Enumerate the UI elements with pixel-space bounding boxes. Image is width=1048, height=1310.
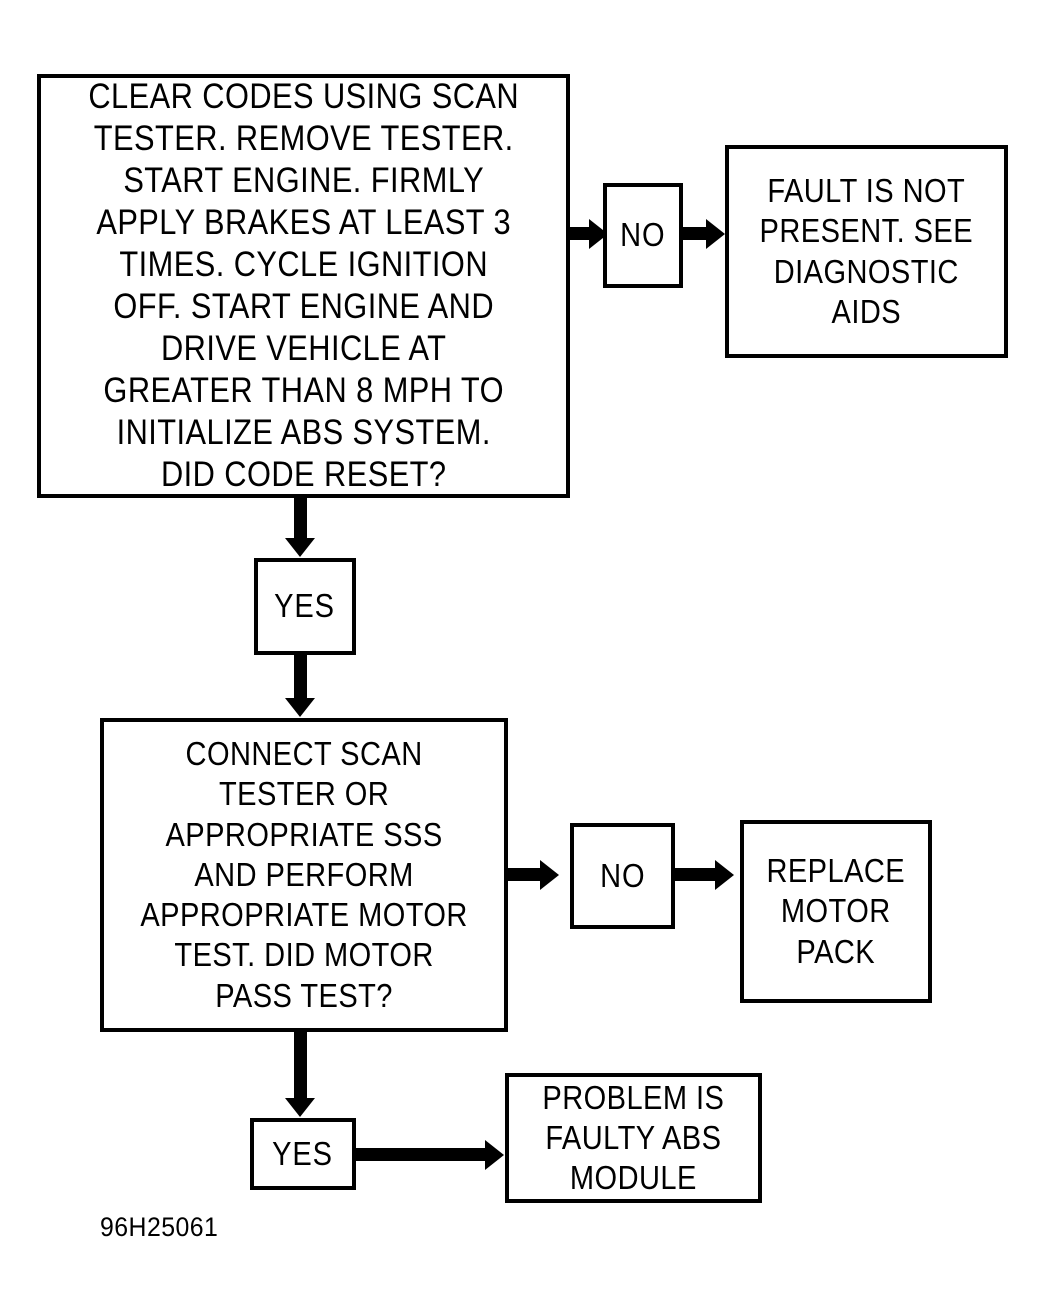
branch-label-no-step1: NO — [603, 183, 683, 288]
outcome-node-replace-motor-pack: REPLACE MOTOR PACK — [740, 820, 932, 1003]
arrowhead-step2-to-no — [540, 860, 559, 890]
connector-yes-to-problem — [353, 1148, 488, 1161]
connector-step2-to-no — [505, 868, 543, 881]
outcome-node-faulty-abs-module-text: PROBLEM IS FAULTY ABS MODULE — [542, 1078, 725, 1197]
connector-no-to-fault — [681, 227, 709, 240]
arrowhead-yes-to-step2 — [285, 698, 315, 717]
branch-label-yes-step2-text: YES — [272, 1134, 334, 1172]
branch-label-no-step1-text: NO — [620, 216, 666, 254]
arrowhead-no-to-replace — [715, 860, 734, 890]
branch-label-no-step2-text: NO — [599, 856, 646, 894]
decision-node-clear-codes: CLEAR CODES USING SCAN TESTER. REMOVE TE… — [37, 74, 570, 498]
arrowhead-step2-to-yes — [285, 1098, 315, 1117]
connector-no-to-replace — [673, 868, 718, 881]
outcome-node-replace-motor-pack-text: REPLACE MOTOR PACK — [766, 852, 906, 970]
connector-step1-to-no — [566, 227, 592, 240]
branch-label-yes-step1-text: YES — [274, 587, 336, 625]
branch-label-yes-step2: YES — [250, 1118, 356, 1190]
outcome-node-fault-not-present: FAULT IS NOT PRESENT. SEE DIAGNOSTIC AID… — [725, 145, 1008, 358]
arrowhead-yes-to-problem — [485, 1140, 504, 1170]
connector-yes-to-step2 — [294, 653, 307, 703]
branch-label-yes-step1: YES — [254, 558, 356, 655]
connector-step1-to-yes — [294, 496, 307, 544]
outcome-node-faulty-abs-module: PROBLEM IS FAULTY ABS MODULE — [505, 1073, 762, 1203]
arrowhead-step1-to-yes — [285, 538, 315, 557]
branch-label-no-step2: NO — [570, 823, 675, 929]
decision-node-motor-test: CONNECT SCAN TESTER OR APPROPRIATE SSS A… — [100, 718, 508, 1032]
decision-node-motor-test-text: CONNECT SCAN TESTER OR APPROPRIATE SSS A… — [140, 735, 468, 1014]
connector-step2-to-yes — [294, 1030, 307, 1104]
decision-node-clear-codes-text: CLEAR CODES USING SCAN TESTER. REMOVE TE… — [88, 77, 519, 494]
arrowhead-no-to-fault — [706, 219, 725, 249]
outcome-node-fault-not-present-text: FAULT IS NOT PRESENT. SEE DIAGNOSTIC AID… — [759, 172, 974, 330]
figure-caption: 96H25061 — [100, 1212, 219, 1242]
